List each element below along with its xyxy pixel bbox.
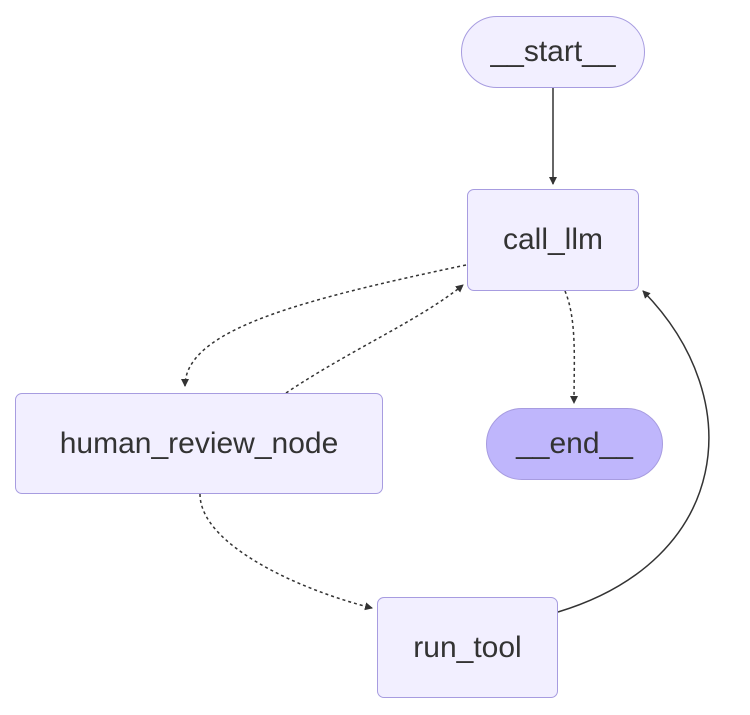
edge-call-llm-to-human-review-node (181, 264, 467, 387)
edge-human-review-node-to-call-llm (285, 284, 464, 394)
node-human-review-node[interactable]: human_review_node (15, 393, 383, 494)
node-start[interactable]: __start__ (461, 16, 645, 88)
node-end[interactable]: __end__ (486, 408, 663, 480)
edge-call-llm-to-end (564, 290, 579, 404)
node-start-label: __start__ (490, 35, 616, 68)
node-run-tool[interactable]: run_tool (377, 597, 558, 698)
node-run-tool-label: run_tool (413, 630, 522, 664)
node-call-llm-label: call_llm (502, 223, 604, 256)
node-human-review-node-label: human_review_node (59, 426, 339, 460)
edge-human-review-node-to-run-tool (199, 493, 373, 611)
node-end-label: __end__ (516, 427, 633, 460)
edge-run-tool-to-call-llm (557, 290, 710, 613)
node-call-llm[interactable]: call_llm (467, 189, 639, 291)
